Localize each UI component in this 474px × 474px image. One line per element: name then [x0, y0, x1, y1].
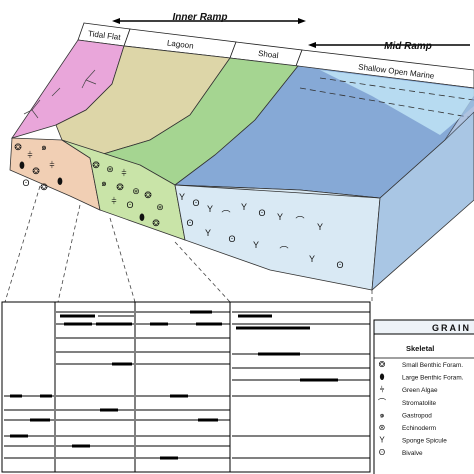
grain-symbol: ⌒: [279, 246, 288, 256]
grain-symbol: ʘ: [22, 178, 29, 188]
legend-item: ʘ Bivalve: [379, 448, 423, 457]
lagoon-label: Lagoon: [167, 38, 195, 50]
range-bars: [4, 310, 370, 460]
front-top-edge: [174, 184, 381, 199]
legend-item-label: Gastropod: [402, 412, 432, 419]
grain-symbol: Y: [179, 192, 185, 202]
grain-symbol: ⬮: [139, 212, 145, 222]
grain-symbol: ʘ: [258, 208, 265, 218]
projection-lines: [4, 185, 373, 303]
water-surface: [320, 70, 474, 135]
legend-item-label: Small Benthic Foram.: [402, 362, 463, 369]
legend-item: ๑ Gastropod: [379, 410, 432, 419]
grain-symbol: Y: [253, 240, 259, 250]
mid-ramp-arrow-head: [308, 42, 316, 48]
legend-title-bar: [373, 319, 474, 335]
legend-item-label: Large Benthic Foram.: [402, 375, 464, 382]
grain-symbol: ʘ: [192, 198, 199, 208]
grain-symbol: ๑: [101, 178, 107, 188]
legend-items: ❂ Small Benthic Foram. ⬮ Large Benthic Fora…: [378, 360, 464, 457]
grain-symbol: ⫩: [27, 150, 32, 160]
grain-symbol: Y: [241, 202, 247, 212]
grain-symbol: ❂: [14, 142, 22, 152]
grain-symbol: ❂: [92, 160, 100, 170]
shallow-open-marine-box: [295, 49, 474, 89]
grain-symbol: ❂: [116, 182, 124, 192]
legend-item-label: Bivalve: [402, 450, 423, 457]
tidal-flat-label: Tidal Flat: [88, 29, 122, 42]
grain-symbol: ⬮: [19, 160, 25, 170]
legend-item-label: Green Algae: [402, 387, 438, 394]
legend-item: ⬮ Large Benthic Foram.: [379, 373, 463, 382]
echinoderm-icon: ⊛: [379, 423, 386, 432]
grain-symbol: ⊛: [106, 164, 114, 174]
legend-item-label: Echinoderm: [402, 425, 436, 432]
grain-symbol: Y: [317, 222, 323, 232]
small-foram-icon: ❂: [379, 360, 386, 369]
grain-symbol: ❂: [32, 166, 40, 176]
inner-ramp-label: Inner Ramp: [172, 12, 227, 23]
grain-symbol: Y: [207, 204, 213, 214]
grain-symbol: Y: [277, 212, 283, 222]
grain-symbol: ʘ: [126, 200, 133, 210]
legend-item-label: Sponge Spicule: [402, 438, 447, 445]
inner-ramp-arrow-left-head: [112, 18, 120, 24]
large-foram-icon: ⬮: [379, 373, 384, 382]
gastropod-icon: ๑: [379, 410, 384, 419]
grain-symbol: Y: [205, 228, 211, 238]
legend-item: Y Sponge Spicule: [379, 436, 447, 445]
legend-item: ⊛ Echinoderm: [379, 423, 436, 432]
legend-title: GRAIN: [432, 323, 471, 333]
grain-symbol: ʘ: [228, 234, 235, 244]
grain-symbol: ⫩: [121, 168, 126, 178]
sea-level-line: [319, 77, 474, 101]
grain-symbol: ⊛: [132, 186, 140, 196]
grain-symbol: ❂: [144, 190, 152, 200]
legend-item: ❂ Small Benthic Foram.: [379, 360, 464, 369]
block-top: [11, 39, 474, 199]
stromatolite-icon: ⌒: [378, 398, 386, 407]
grain-symbol: Y: [309, 254, 315, 264]
legend-item: ⫩ Green Algae: [380, 385, 438, 394]
bivalve-icon: ʘ: [379, 448, 385, 457]
green-algae-icon: ⫩: [380, 385, 385, 394]
grain-symbol: ⌒: [295, 216, 304, 226]
grain-symbol: ๑: [41, 142, 47, 152]
grain-symbol: ❂: [40, 182, 48, 192]
inner-ramp-arrow-right-head: [298, 18, 306, 24]
grain-symbol: ⫩: [49, 160, 54, 170]
grain-symbol: ⫩: [111, 196, 116, 206]
legend-frame: [373, 319, 474, 474]
tidal-channels: [23, 69, 97, 119]
grain-symbol: ʘ: [336, 260, 343, 270]
legend-item: ⌒ Stromatolite: [378, 398, 437, 407]
grain-symbol: ⬮: [57, 176, 63, 186]
grain-range-chart: [1, 301, 371, 473]
legend-section: Skeletal: [406, 344, 434, 353]
grain-symbol: ⊛: [156, 202, 164, 212]
grain-symbol: ⌒: [221, 210, 230, 220]
legend: GRAIN Skeletal ❂ Small Benthic Foram. ⬮ Lar…: [373, 319, 474, 474]
mid-ramp-label: Mid Ramp: [384, 41, 432, 52]
shoal-label: Shoal: [258, 49, 280, 60]
range-chart-frame: [1, 301, 371, 473]
legend-item-label: Stromatolite: [402, 400, 437, 407]
grain-symbol: ❂: [152, 218, 160, 228]
block-right-side: [371, 111, 474, 291]
header: Inner Ramp Mid Ramp: [112, 12, 470, 52]
sponge-spicule-icon: Y: [379, 436, 385, 445]
grain-symbol: ʘ: [186, 218, 193, 228]
